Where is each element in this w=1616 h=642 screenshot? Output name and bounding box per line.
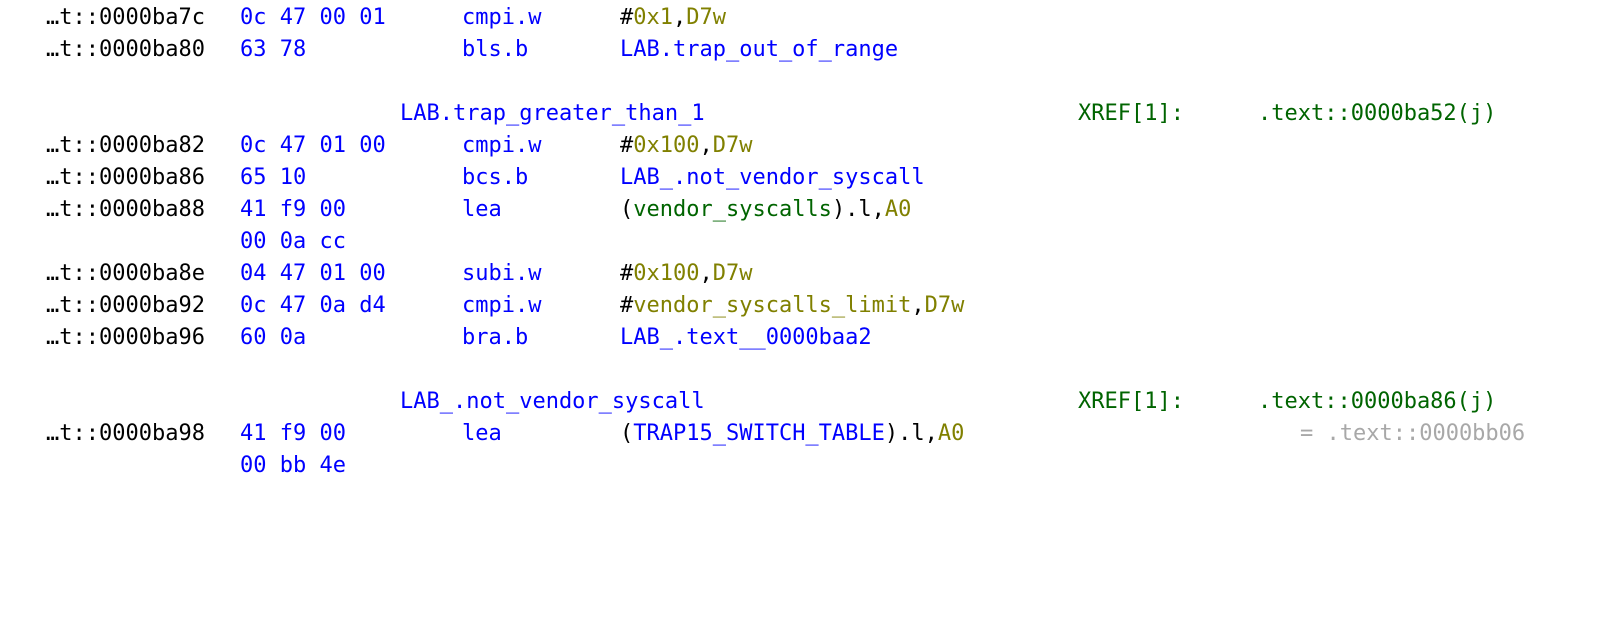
operand-paren: (	[620, 421, 634, 446]
bytes: 00 bb 4e	[240, 453, 346, 478]
operands: #vendor_syscalls_limit,D7w	[620, 290, 964, 322]
bytes: 60 0a	[240, 325, 307, 350]
address[interactable]: …t::0000ba92	[46, 293, 205, 318]
blank-row	[0, 354, 1616, 386]
operand-immediate[interactable]: 0x100	[633, 133, 700, 158]
address[interactable]: …t::0000ba80	[46, 37, 205, 62]
xref-header: XREF[1]:	[1078, 389, 1184, 414]
blank-row	[0, 66, 1616, 98]
mnemonic[interactable]: bls.b	[462, 37, 529, 62]
bytes: 0c 47 00 01	[240, 5, 386, 30]
operand-separator: ,	[699, 261, 713, 286]
address[interactable]: …t::0000ba98	[46, 421, 205, 446]
xref-link[interactable]: .text::0000ba52(j)	[1258, 101, 1497, 126]
operand-separator: ,	[673, 5, 687, 30]
operands: LAB.trap_out_of_range	[620, 34, 898, 66]
operand-register[interactable]: A0	[884, 197, 912, 222]
operand-paren: (	[620, 197, 634, 222]
code-label[interactable]: LAB.trap_greater_than_1	[400, 101, 705, 126]
instruction-row[interactable]: …t::0000ba96 60 0a bra.b LAB_.text__0000…	[0, 322, 1616, 354]
reference-annotation: = .text::0000bb06	[1300, 421, 1526, 446]
bytes: 65 10	[240, 165, 307, 190]
operand-symbol[interactable]: vendor_syscalls	[633, 197, 832, 222]
instruction-row[interactable]: …t::0000ba7c 0c 47 00 01 cmpi.w #0x1,D7w	[0, 2, 1616, 34]
operand-prefix: #	[620, 133, 634, 158]
operand-register[interactable]: A0	[937, 421, 965, 446]
operand-separator: ,	[699, 133, 713, 158]
bytes: 63 78	[240, 37, 307, 62]
address[interactable]: …t::0000ba7c	[46, 5, 205, 30]
bytes: 0c 47 01 00	[240, 133, 386, 158]
operand-register[interactable]: D7w	[712, 261, 753, 286]
operands: (vendor_syscalls).l,A0	[620, 194, 911, 226]
address[interactable]: …t::0000ba82	[46, 133, 205, 158]
address[interactable]: …t::0000ba8e	[46, 261, 205, 286]
mnemonic[interactable]: lea	[462, 197, 502, 222]
instruction-row[interactable]: …t::0000ba82 0c 47 01 00 cmpi.w #0x100,D…	[0, 130, 1616, 162]
mnemonic[interactable]: cmpi.w	[462, 293, 542, 318]
mnemonic[interactable]: bra.b	[462, 325, 529, 350]
bytes: 41 f9 00	[240, 421, 346, 446]
code-label[interactable]: LAB_.not_vendor_syscall	[400, 389, 705, 414]
operand-immediate[interactable]: 0x100	[633, 261, 700, 286]
operand-separator: ,	[911, 293, 925, 318]
operands: #0x1,D7w	[620, 2, 726, 34]
operand-label[interactable]: LAB_.not_vendor_syscall	[620, 165, 925, 190]
disassembly-view: { "colors": { "address": "#000000", "byt…	[0, 2, 1616, 482]
operands: #0x100,D7w	[620, 258, 752, 290]
continuation-row: 00 bb 4e	[0, 450, 1616, 482]
mnemonic[interactable]: bcs.b	[462, 165, 529, 190]
listing: …t::0000ba7c 0c 47 00 01 cmpi.w #0x1,D7w…	[0, 2, 1616, 482]
mnemonic[interactable]: lea	[462, 421, 502, 446]
operands: LAB_.text__0000baa2	[620, 322, 872, 354]
address[interactable]: …t::0000ba86	[46, 165, 205, 190]
continuation-row: 00 0a cc	[0, 226, 1616, 258]
instruction-row[interactable]: …t::0000ba8e 04 47 01 00 subi.w #0x100,D…	[0, 258, 1616, 290]
address[interactable]: …t::0000ba88	[46, 197, 205, 222]
mnemonic[interactable]: subi.w	[462, 261, 542, 286]
operand-prefix: #	[620, 261, 634, 286]
bytes: 41 f9 00	[240, 197, 346, 222]
instruction-row[interactable]: …t::0000ba98 41 f9 00 lea (TRAP15_SWITCH…	[0, 418, 1616, 450]
instruction-row[interactable]: …t::0000ba80 63 78 bls.b LAB.trap_out_of…	[0, 34, 1616, 66]
operands: #0x100,D7w	[620, 130, 752, 162]
instruction-row[interactable]: …t::0000ba88 41 f9 00 lea (vendor_syscal…	[0, 194, 1616, 226]
operand-symbol[interactable]: vendor_syscalls_limit	[633, 293, 912, 318]
xref-header: XREF[1]:	[1078, 101, 1184, 126]
operand-register[interactable]: D7w	[924, 293, 965, 318]
operand-register[interactable]: D7w	[686, 5, 726, 30]
operand-label[interactable]: LAB_.text__0000baa2	[620, 325, 872, 350]
label-row[interactable]: LAB.trap_greater_than_1 XREF[1]: .text::…	[0, 98, 1616, 130]
operands: (TRAP15_SWITCH_TABLE).l,A0	[620, 418, 964, 450]
mnemonic[interactable]: cmpi.w	[462, 133, 542, 158]
label-row[interactable]: LAB_.not_vendor_syscall XREF[1]: .text::…	[0, 386, 1616, 418]
bytes: 0c 47 0a d4	[240, 293, 386, 318]
bytes: 00 0a cc	[240, 229, 346, 254]
operand-size-suffix: ).l,	[831, 197, 885, 222]
operand-size-suffix: ).l,	[884, 421, 938, 446]
instruction-row[interactable]: …t::0000ba92 0c 47 0a d4 cmpi.w #vendor_…	[0, 290, 1616, 322]
instruction-row[interactable]: …t::0000ba86 65 10 bcs.b LAB_.not_vendor…	[0, 162, 1616, 194]
operands: LAB_.not_vendor_syscall	[620, 162, 925, 194]
xref-link[interactable]: .text::0000ba86(j)	[1258, 389, 1497, 414]
operand-label[interactable]: LAB.trap_out_of_range	[620, 37, 899, 62]
operand-immediate[interactable]: 0x1	[633, 5, 673, 30]
address[interactable]: …t::0000ba96	[46, 325, 205, 350]
operand-prefix: #	[620, 293, 634, 318]
operand-prefix: #	[620, 5, 634, 30]
bytes: 04 47 01 00	[240, 261, 386, 286]
operand-register[interactable]: D7w	[712, 133, 753, 158]
operand-label[interactable]: TRAP15_SWITCH_TABLE	[633, 421, 885, 446]
mnemonic[interactable]: cmpi.w	[462, 5, 542, 30]
